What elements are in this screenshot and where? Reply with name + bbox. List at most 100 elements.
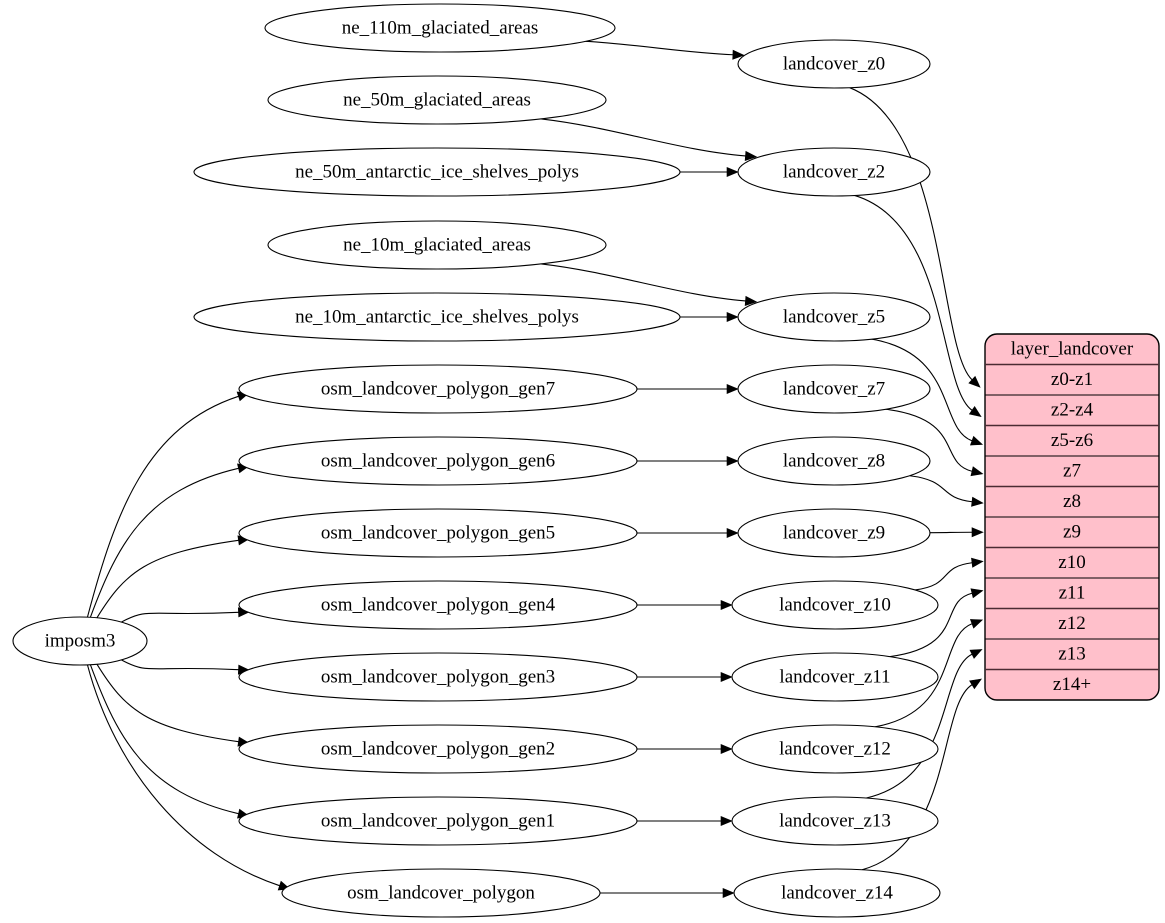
node-label: landcover_z5 [783,306,885,327]
node-label: landcover_z11 [779,666,890,687]
arrowhead [732,49,745,60]
node-landcover_z7[interactable]: landcover_z7 [737,364,931,414]
node-label: ne_50m_antarctic_ice_shelves_polys [295,161,579,182]
node-osm_landcover_polygon_gen7[interactable]: osm_landcover_polygon_gen7 [238,364,638,414]
edge-landcover_z13-to-z13 [865,653,973,799]
node-label: ne_10m_antarctic_ice_shelves_polys [295,306,579,327]
node-label: landcover_z8 [783,450,885,471]
node-landcover_z13[interactable]: landcover_z13 [731,796,939,846]
node-label: imposm3 [45,630,116,651]
node-ne_50m_glaciated_areas[interactable]: ne_50m_glaciated_areas [267,75,607,125]
node-label: osm_landcover_polygon_gen5 [321,522,555,543]
node-landcover_z14[interactable]: landcover_z14 [733,868,941,918]
node-osm_landcover_polygon_gen3[interactable]: osm_landcover_polygon_gen3 [238,652,638,702]
node-landcover_z12[interactable]: landcover_z12 [731,724,939,774]
edge-landcover_z0-to-z0-z1 [849,87,973,381]
table-header: layer_landcover [1011,339,1134,360]
node-label: landcover_z10 [779,594,891,615]
edge-imposm3-to-osm_landcover_polygon_gen4 [121,611,239,623]
table-row-z14+[interactable]: z14+ [1053,674,1091,695]
node-osm_landcover_polygon_gen6[interactable]: osm_landcover_polygon_gen6 [238,436,638,486]
edges-layer [86,40,984,899]
table-row-z13[interactable]: z13 [1058,644,1085,665]
node-osm_landcover_polygon_gen1[interactable]: osm_landcover_polygon_gen1 [238,796,638,846]
edge-imposm3-to-osm_landcover_polygon_gen1 [89,664,239,815]
arrowhead [970,466,984,477]
node-osm_landcover_polygon_gen2[interactable]: osm_landcover_polygon_gen2 [238,724,638,774]
node-landcover_z8[interactable]: landcover_z8 [737,436,931,486]
arrowhead [726,166,739,178]
node-label: ne_110m_glaciated_areas [342,17,539,38]
node-ne_110m_glaciated_areas[interactable]: ne_110m_glaciated_areas [264,3,616,53]
layer-table-group[interactable]: layer_landcover z0-z1 z2-z4 z5-z6 z7 z8 z9 z10 z… [984,333,1160,701]
arrowhead [726,455,739,467]
node-label: landcover_z2 [783,161,885,182]
arrowhead [744,295,758,306]
arrowhead [726,383,739,395]
table-row-z11[interactable]: z11 [1059,583,1086,604]
arrowhead [722,887,735,899]
node-ne_10m_antarctic_ice_shelves_polys[interactable]: ne_10m_antarctic_ice_shelves_polys [193,292,681,342]
nodes-layer: imposm3 ne_110m_glaciated_areas ne_50m_gla… [12,3,941,918]
node-landcover_z0[interactable]: landcover_z0 [737,39,931,89]
table-row-z8[interactable]: z8 [1063,491,1081,512]
node-label: landcover_z0 [783,53,885,74]
node-label: osm_landcover_polygon_gen1 [321,810,555,831]
node-label: osm_landcover_polygon_gen3 [321,666,555,687]
node-label: landcover_z14 [781,882,893,903]
arrowhead [969,649,983,659]
arrowhead [968,375,981,388]
edge-landcover_z7-to-z7 [885,408,973,472]
edge-landcover_z14-to-z14+ [861,684,973,871]
node-ne_10m_glaciated_areas[interactable]: ne_10m_glaciated_areas [267,220,607,270]
arrowhead [969,619,984,629]
node-label: osm_landcover_polygon [347,882,535,903]
table-row-z12[interactable]: z12 [1058,613,1085,634]
node-osm_landcover_polygon_gen4[interactable]: osm_landcover_polygon_gen4 [238,580,638,630]
table-row-z0-z1[interactable]: z0-z1 [1051,369,1093,390]
arrowhead [969,435,984,446]
arrowhead [970,588,984,599]
edge-imposm3-to-osm_landcover_polygon_gen3 [121,659,239,671]
table-row-z9[interactable]: z9 [1063,522,1081,543]
edge-imposm3-to-osm_landcover_polygon_gen2 [96,663,239,743]
node-label: landcover_z13 [779,810,891,831]
edge-landcover_z10-to-z10 [915,562,973,591]
node-osm_landcover_polygon_gen5[interactable]: osm_landcover_polygon_gen5 [238,508,638,558]
node-label: ne_50m_glaciated_areas [343,89,531,110]
edge-landcover_z5-to-z5-z6 [871,338,973,442]
node-landcover_z10[interactable]: landcover_z10 [731,580,939,630]
arrowhead [720,599,733,611]
node-landcover_z5[interactable]: landcover_z5 [737,292,931,342]
arrowhead [726,527,739,539]
table-row-z10[interactable]: z10 [1058,552,1085,573]
node-landcover_z11[interactable]: landcover_z11 [731,652,939,702]
arrowhead [720,743,733,755]
node-label: osm_landcover_polygon_gen2 [321,738,555,759]
node-label: landcover_z9 [783,522,885,543]
arrowhead [969,678,983,690]
edge-imposm3-to-osm_landcover_polygon_gen6 [89,467,239,618]
node-ne_50m_antarctic_ice_shelves_polys[interactable]: ne_50m_antarctic_ice_shelves_polys [193,147,681,197]
node-label: osm_landcover_polygon_gen7 [321,378,555,399]
table-row-z7[interactable]: z7 [1063,461,1081,482]
arrowhead [720,671,733,683]
node-imposm3[interactable]: imposm3 [12,616,148,666]
edge-landcover_z8-to-z8 [909,475,973,503]
node-landcover_z9[interactable]: landcover_z9 [737,508,931,558]
edge-ne_50m_glaciated_areas-to-landcover_z2 [541,118,746,157]
edge-landcover_z12-to-z12 [874,623,973,728]
arrowhead [971,527,984,538]
arrowhead [971,496,984,507]
arrowhead [968,405,982,418]
edge-landcover_z2-to-z2-z4 [854,194,973,411]
edge-imposm3-to-osm_landcover_polygon [86,664,280,887]
node-landcover_z2[interactable]: landcover_z2 [737,147,931,197]
arrowhead [971,557,984,568]
node-osm_landcover_polygon[interactable]: osm_landcover_polygon [281,868,601,918]
node-label: osm_landcover_polygon_gen4 [321,594,556,615]
arrowhead [744,150,758,161]
table-row-z5-z6[interactable]: z5-z6 [1051,430,1093,451]
table-row-z2-z4[interactable]: z2-z4 [1051,400,1094,421]
